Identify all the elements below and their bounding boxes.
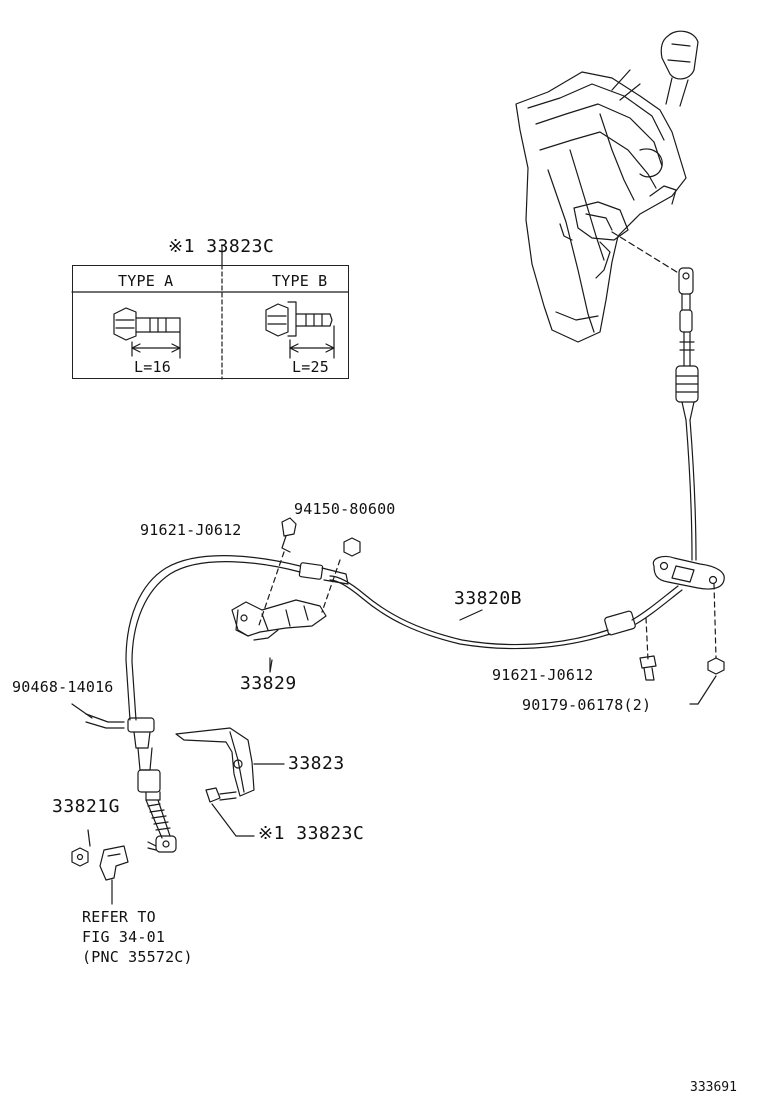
part-33823c-bottom: ※1 33823C: [258, 823, 365, 844]
cable-end-upper: [675, 267, 699, 421]
refer-line-1: REFER TO: [82, 908, 156, 926]
figure-id: 333691: [690, 1080, 737, 1095]
legend-length-a: L=16: [134, 358, 171, 376]
part-33829: 33829: [240, 673, 297, 694]
shift-lever-assembly: [515, 30, 699, 343]
main-cable: [125, 419, 725, 853]
part-91621-j0612-top: 91621-J0612: [140, 521, 242, 539]
part-33823: 33823: [288, 753, 345, 774]
legend-graphics: [71, 245, 349, 380]
refer-line-2: FIG 34-01: [82, 928, 166, 946]
part-33821g: 33821G: [52, 796, 121, 817]
legend-title: ※1 33823C: [168, 236, 275, 257]
leader-lever-cable: [611, 231, 681, 275]
part-91621-j0612-right: 91621-J0612: [492, 666, 594, 684]
part-90179-06178: 90179-06178(2): [522, 696, 652, 714]
right-bolt: [639, 617, 657, 681]
leader-lines: [269, 609, 483, 673]
type-legend-box: [72, 265, 349, 379]
bolt-33823C: [205, 787, 255, 837]
legend-length-b: L=25: [292, 358, 329, 376]
pin-90468: [71, 703, 125, 729]
bracket-33829: [231, 599, 327, 673]
right-nut: [689, 583, 725, 705]
top-nut: [321, 537, 361, 613]
part-90468-14016: 90468-14016: [12, 678, 114, 696]
legend-type-b: TYPE B: [272, 272, 328, 290]
part-94150-80600: 94150-80600: [294, 500, 396, 518]
top-bolt: [257, 517, 297, 629]
part-33820b: 33820B: [454, 588, 523, 609]
clip-33821G: [71, 829, 129, 905]
bracket-33823: [175, 727, 285, 797]
legend-type-a: TYPE A: [118, 272, 174, 290]
refer-line-3: (PNC 35572C): [82, 948, 193, 966]
